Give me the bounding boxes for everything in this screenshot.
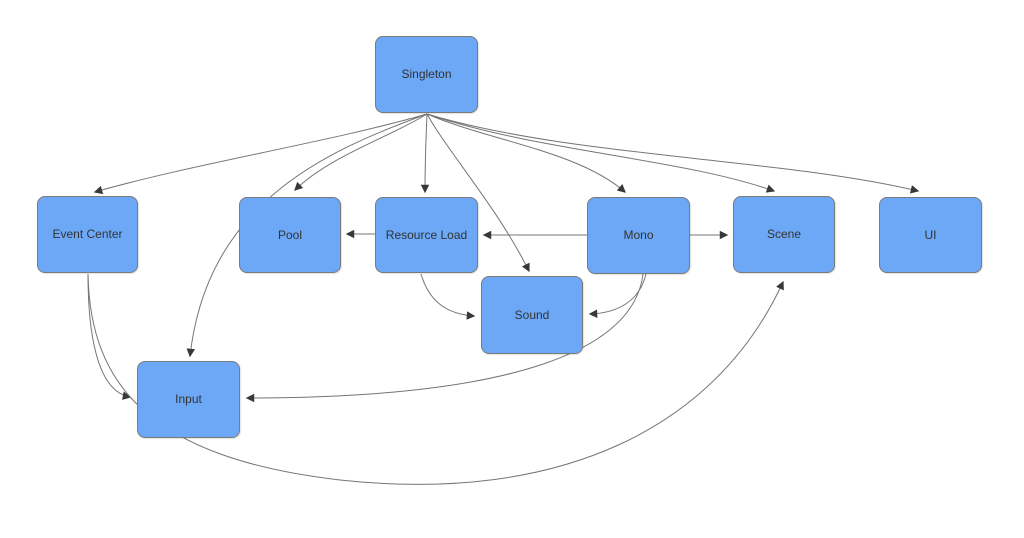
- edge-singleton-to-resource-load: [420, 113, 430, 194]
- node-label: Resource Load: [385, 227, 468, 242]
- node-label: Singleton: [401, 67, 452, 82]
- node-label: Pool: [277, 227, 303, 242]
- node-sound[interactable]: Sound: [481, 276, 583, 354]
- node-label: Input: [175, 392, 202, 407]
- node-label: Sound: [514, 307, 550, 322]
- node-pool[interactable]: Pool: [239, 197, 341, 273]
- node-resource-load[interactable]: Resource Load: [375, 197, 478, 273]
- edge-singleton-to-scene: [426, 113, 776, 193]
- node-input[interactable]: Input: [137, 361, 240, 438]
- edge-singleton-to-pool: [294, 113, 428, 191]
- node-singleton[interactable]: Singleton: [375, 36, 478, 113]
- edge-singleton-to-event-center: [93, 113, 428, 195]
- node-event-center[interactable]: Event Center: [37, 196, 138, 273]
- node-scene[interactable]: Scene: [733, 196, 835, 273]
- node-label: Mono: [623, 228, 654, 243]
- edge-singleton-to-mono: [426, 113, 626, 193]
- node-mono[interactable]: Mono: [587, 197, 690, 274]
- edge-singleton-to-ui: [426, 113, 920, 194]
- edge-event-center-to-input: [87, 273, 132, 400]
- node-label: UI: [924, 227, 937, 242]
- node-label: Scene: [766, 227, 802, 242]
- node-ui[interactable]: UI: [879, 197, 982, 273]
- edge-mono-to-input: [245, 273, 644, 403]
- edge-mono-to-sound: [588, 273, 647, 318]
- node-label: Event Center: [52, 227, 123, 242]
- edge-resource-load-to-sound: [420, 273, 476, 320]
